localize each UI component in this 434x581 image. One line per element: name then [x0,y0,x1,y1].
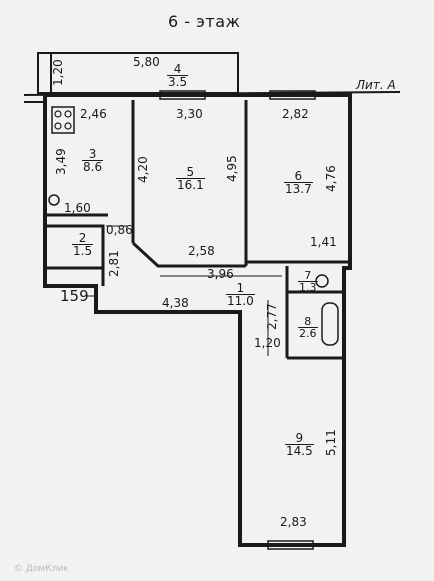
dim-balcony-width: 5,80 [133,55,160,69]
dim-hall-bottom: 4,38 [162,296,189,310]
dim-balcony-depth: 1,20 [51,59,65,86]
dim-room6-bottom: 1,41 [310,235,337,249]
dim-kitchen-side: 3,49 [54,148,68,175]
dim-room5-top: 3,30 [176,107,203,121]
sink-icon [315,274,329,288]
dim-room6-top: 2,82 [282,107,309,121]
dim-kitchen-top: 2,46 [80,107,107,121]
dim-room9-bottom: 2,83 [280,515,307,529]
facade-line [23,91,401,96]
window-room9 [267,540,314,550]
ceiling-height: 159 [60,287,89,305]
floor-title: 6 - этаж [168,12,241,31]
dim-hall-top: 3,96 [207,267,234,281]
riser-icon [48,194,60,206]
dim-room5-right: 4,95 [225,155,239,182]
dim-room9-side: 5,11 [324,429,338,456]
stove-icon [51,106,75,134]
dim-closet-height: 2,81 [107,250,121,277]
dim-room6-right: 4,76 [324,165,338,192]
dim-corridor-width: 1,20 [254,336,281,350]
dim-bath-height: 2,77 [265,303,279,330]
watermark: © ДомКлик [14,564,69,574]
outer-wall [43,93,352,547]
dim-kitchen-bottom: 1,60 [64,201,91,215]
window-room6 [269,90,316,100]
wall-room5-diagonal [131,241,246,268]
window-room5 [159,90,206,100]
dim-room5-left: 4,20 [136,156,150,183]
lit-label: Лит. А [356,78,396,92]
dim-closet-width: 0,86 [106,223,133,237]
bathtub-icon [321,302,339,346]
dim-room5-bottom: 2,58 [188,244,215,258]
